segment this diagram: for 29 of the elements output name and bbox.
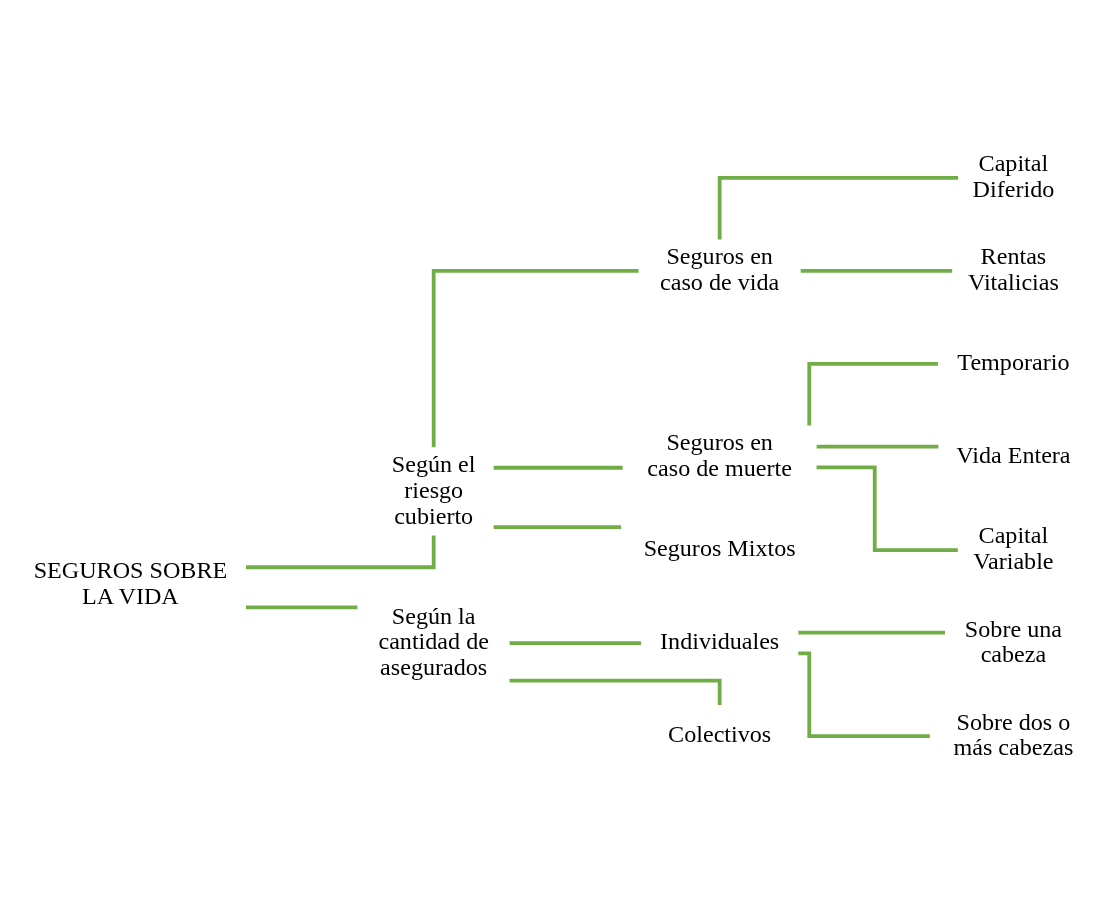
connector (245, 604, 358, 609)
connector (816, 444, 939, 449)
node-text: Seguros en caso de muerte (647, 428, 792, 481)
connector (509, 678, 722, 705)
connector (798, 630, 945, 635)
connector (800, 268, 953, 273)
node-text: Capital Diferido (972, 149, 1055, 202)
node-text: Seguros Mixtos (643, 534, 796, 561)
node-text: Temporario (957, 348, 1070, 375)
node-text: Individuales (660, 627, 780, 654)
connector (509, 640, 641, 645)
connector (798, 651, 930, 738)
node-text: SEGUROS SOBRE LA VIDA (33, 556, 228, 609)
node-text: Según el riesgo cubierto (391, 450, 476, 529)
connector (717, 175, 959, 239)
node-text: Seguros en caso de vida (660, 242, 780, 295)
connector (816, 464, 958, 552)
node-text: Según la cantidad de asegurados (378, 602, 489, 680)
node-text: Sobre dos o más cabezas (953, 708, 1074, 760)
node-text: Rentas Vitalicias (967, 242, 1059, 295)
connector (493, 465, 623, 470)
connector (493, 524, 621, 529)
node-text: Sobre una cabeza (964, 615, 1062, 667)
node-text: Capital Variable (973, 521, 1054, 574)
connector (431, 268, 639, 447)
node-text: Vida Entera (956, 441, 1071, 468)
connector (807, 361, 938, 425)
node-text: Colectivos (668, 720, 772, 747)
connector (245, 535, 436, 569)
